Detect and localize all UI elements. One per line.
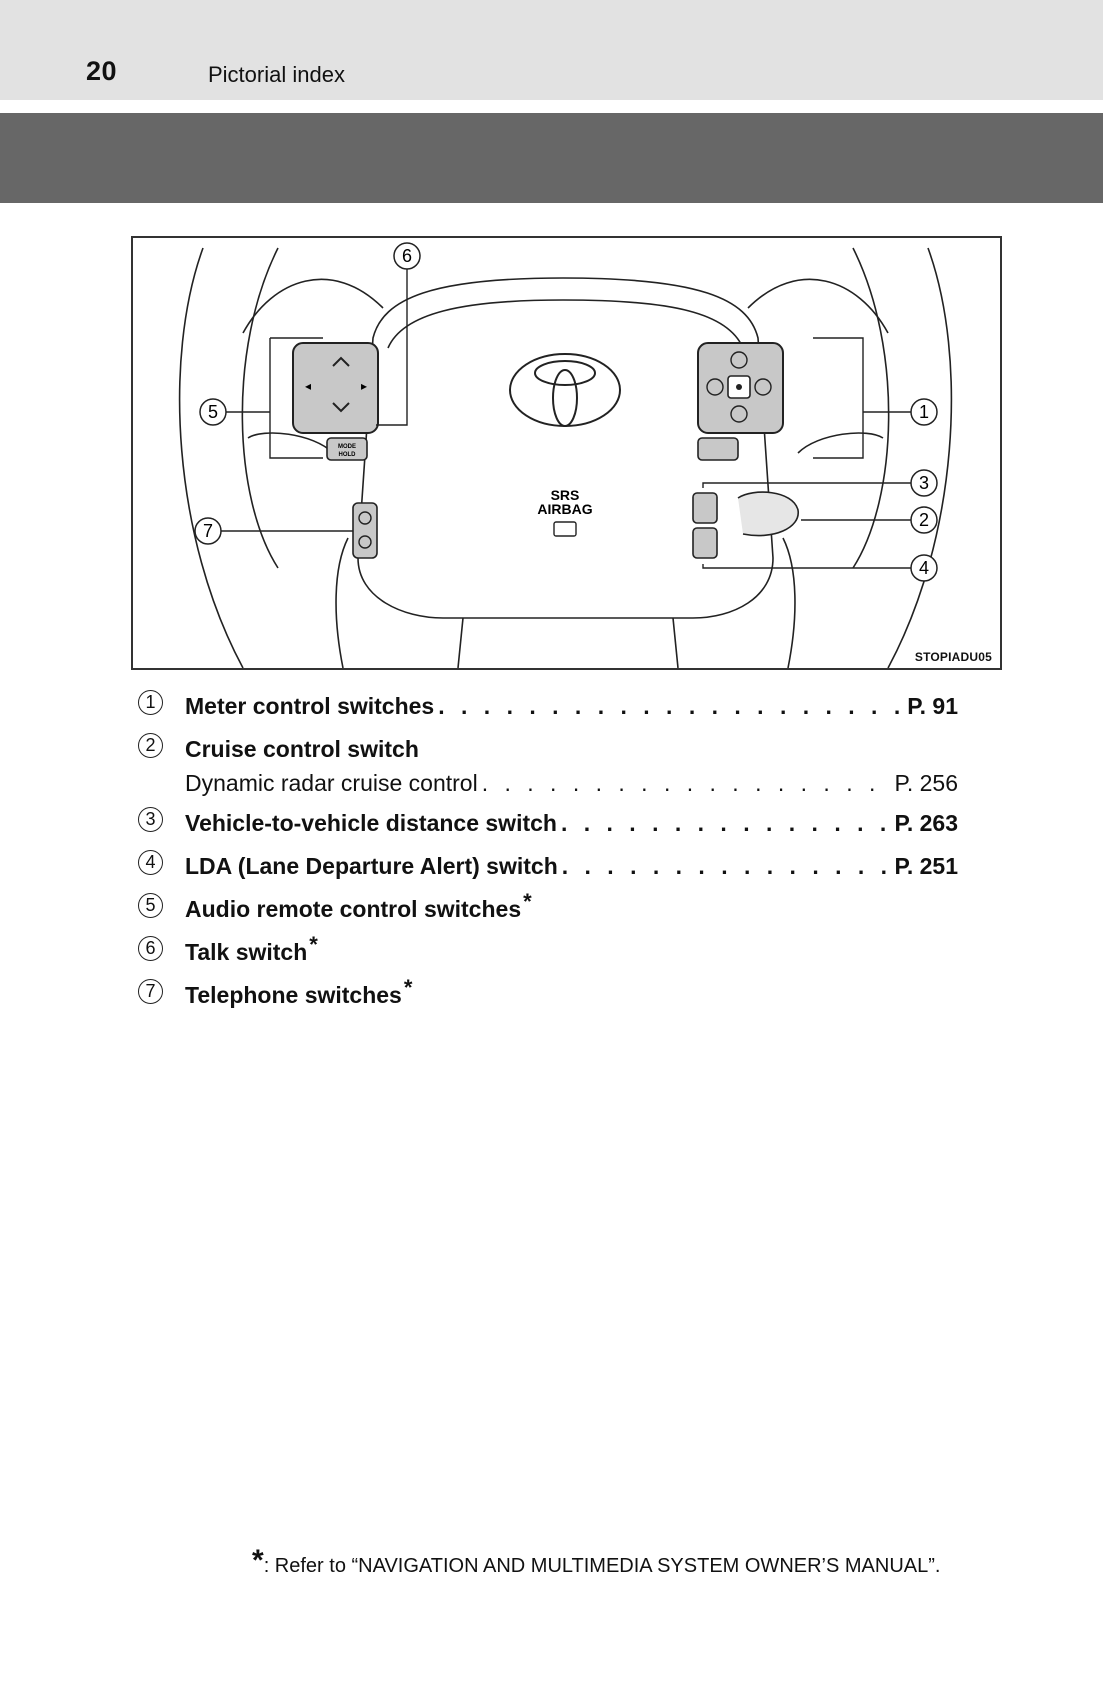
page-ref-link[interactable]: P. 263 [894,810,958,836]
callout-4: 4 [919,558,929,578]
distance-and-lda-switches [692,492,718,559]
callout-3: 3 [919,473,929,493]
item-number: 5 [138,893,163,918]
footnote-star: * [523,889,532,914]
list-item: 2 Cruise control switch Dynamic radar cr… [138,731,958,805]
page-ref-link[interactable]: P. 256 [894,770,958,796]
list-item: 6 Talk switch* [138,932,958,977]
item-number: 2 [138,733,163,758]
item-label: Meter control switches [185,693,435,719]
mode-label: MODE [338,444,356,450]
section-title: Pictorial index [208,62,345,87]
header-band [0,113,1103,203]
callout-1: 1 [919,402,929,422]
meter-control-switches [697,337,864,461]
page-ref-link[interactable]: P. 91 [907,693,958,719]
footnote-star: * [252,1544,264,1577]
item-label: Cruise control switch [185,736,419,762]
hold-label: HOLD [339,452,357,458]
airbag-indicator-icon [553,521,577,537]
cruise-control-switch [737,491,799,537]
list-item: 4 LDA (Lane Departure Alert) switch . . … [138,848,958,891]
steering-wheel-illustration: ◂ ▸ MODE HOLD [131,236,1002,670]
audio-remote-control-switches: ◂ ▸ MODE HOLD [269,337,379,461]
figure-code: STOPIADU05 [914,650,992,664]
list-item: 1 Meter control switches . . . . . . . .… [138,688,958,731]
callout-5: 5 [208,402,218,422]
svg-text:▸: ▸ [361,379,367,393]
footnote-star: * [309,932,318,957]
telephone-switches [352,502,378,559]
leader-dots: . . . . . . . . . . . . . . . . . . . . … [438,693,901,719]
item-number: 3 [138,807,163,832]
toyota-logo [509,353,621,427]
footnote: *: Refer to “NAVIGATION AND MULTIMEDIA S… [252,1544,941,1580]
leader-dots: . . . . . . . . . . . . . . . . . . . . … [560,810,889,836]
svg-text:◂: ◂ [305,379,311,393]
list-item: 5 Audio remote control switches* [138,889,958,934]
list-item: 3 Vehicle-to-vehicle distance switch . .… [138,805,958,848]
airbag-label-airbag: AIRBAG [537,501,592,517]
page-header: 20 Pictorial index [0,0,1103,100]
footnote-text: : Refer to “NAVIGATION AND MULTIMEDIA SY… [263,1555,941,1577]
list-item: 7 Telephone switches* [138,975,958,1020]
item-number: 4 [138,850,163,875]
page-ref-link[interactable]: P. 251 [894,853,958,879]
item-label: LDA (Lane Departure Alert) switch [185,853,558,879]
item-number: 7 [138,979,163,1004]
item-label: Audio remote control switches [185,896,522,922]
item-label: Telephone switches [185,982,402,1008]
callout-6: 6 [402,246,412,266]
item-number: 6 [138,936,163,961]
footnote-star: * [403,975,413,1000]
item-label: Vehicle-to-vehicle distance switch [185,810,557,836]
callout-7: 7 [203,521,213,541]
item-label: Talk switch [185,939,308,965]
item-number: 1 [138,690,163,715]
airbag-label-srs: SRS [551,487,580,503]
item-sublabel: Dynamic radar cruise control [185,770,478,796]
index-list: 1 Meter control switches . . . . . . . .… [138,688,958,1020]
callout-2: 2 [919,510,929,530]
page-number: 20 [86,56,118,86]
leader-dots: . . . . . . . . . . . . . . . . . . . . … [481,770,889,796]
steering-wheel-drawing: ◂ ▸ MODE HOLD [178,242,953,668]
leader-dots: . . . . . . . . . . . . . . . . . . . . … [561,853,889,879]
